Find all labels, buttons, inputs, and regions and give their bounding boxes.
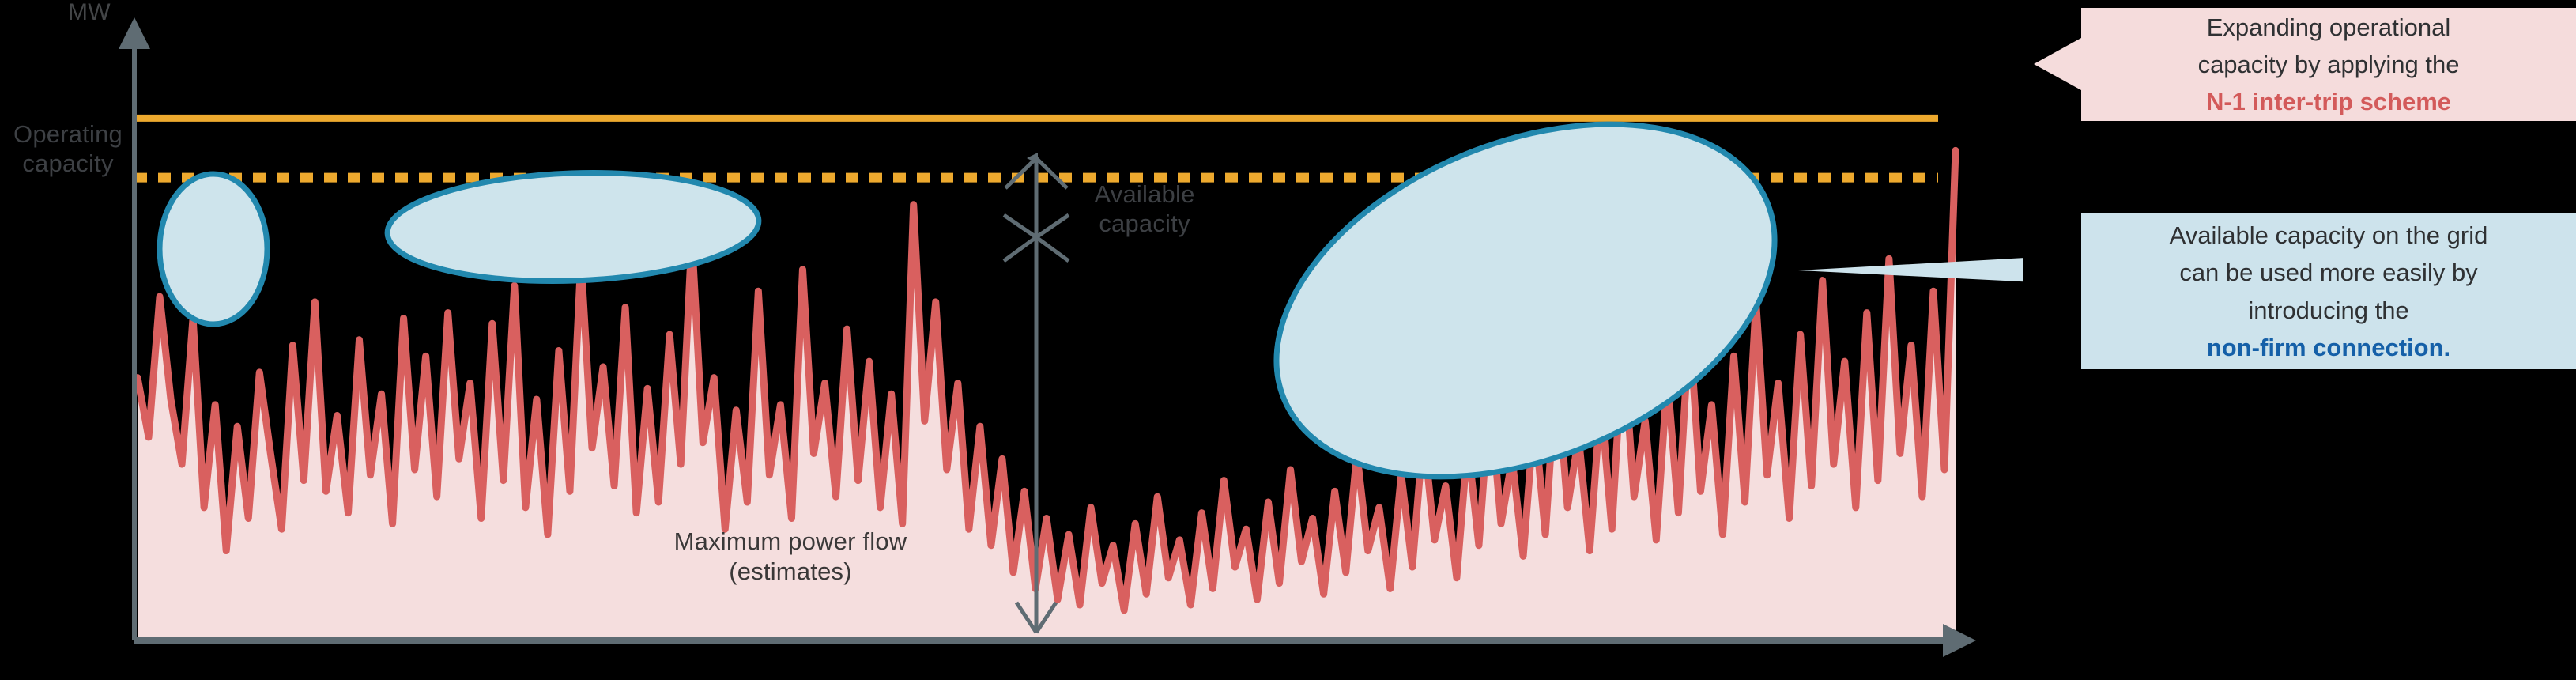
vertical-axis-arrowhead [119, 17, 150, 49]
available-capacity-label: Available capacity [1094, 180, 1195, 237]
power-flow-arrow-bottom-head [1014, 601, 1058, 634]
series-area [138, 150, 1956, 637]
available-capacity-arrow-upper-head [1004, 157, 1069, 190]
n1-callout-line-2: capacity by applying the [2197, 50, 2460, 78]
operating-capacity-label: Operating capacity [13, 120, 123, 177]
n1-callout-highlight: N-1 inter-trip scheme [2205, 88, 2452, 116]
power-flow-chart [119, 17, 2023, 657]
nonfirm-leader-wedge [1798, 258, 2023, 282]
small-available-capacity-ellipse [157, 171, 270, 327]
y-axis-unit-label: MW [68, 0, 111, 25]
available-capacity-arrow-lower-head [1002, 213, 1070, 263]
n1-inter-trip-callout: Expanding operational capacity by applyi… [2081, 8, 2576, 121]
nonfirm-callout-line-3: introducing the [2248, 296, 2409, 324]
nonfirm-callout-line-2: can be used more easily by [2179, 259, 2478, 287]
series-line [134, 146, 1959, 614]
n1-callout-pointer-icon [2034, 38, 2081, 90]
max-power-flow-label: Maximum power flow (estimates) [673, 527, 907, 585]
horizontal-axis-arrowhead [1943, 624, 1976, 657]
series-area-group [134, 146, 1959, 637]
nonfirm-callout-highlight: non-firm connection. [2206, 333, 2451, 361]
large-available-capacity-ellipse [1273, 121, 1778, 480]
n1-callout-line-1: Expanding operational [2206, 13, 2451, 41]
wide-available-capacity-ellipse [384, 170, 762, 284]
non-firm-connection-callout: Available capacity on the grid can be us… [2081, 213, 2576, 369]
nonfirm-callout-line-1: Available capacity on the grid [2169, 221, 2488, 250]
